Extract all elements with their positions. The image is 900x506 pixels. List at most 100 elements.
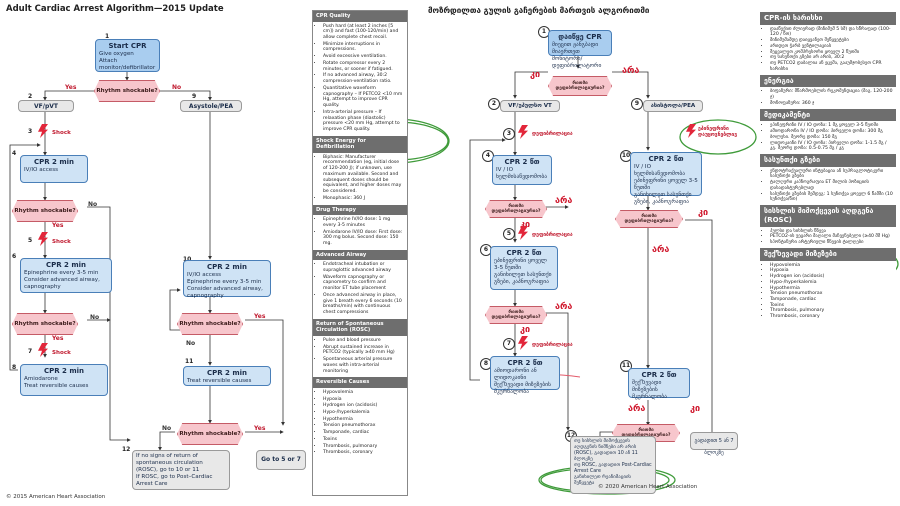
geo-shock-label: დეფიბრილაცია [532, 342, 573, 348]
geo-vf-box: VF/უპულსო VT [500, 100, 560, 112]
cpr-title: CPR 2 min [43, 367, 85, 375]
geo-panel-item: ამიოდარონი IV / IO დოზა: პირველი დოზა: 3… [770, 129, 893, 140]
cpr-item: Epinephrine every 3-5 min [24, 269, 99, 276]
geo-panel-item: პულსი და სისხლის წნევა [770, 229, 893, 235]
start-cpr-title: Start CPR [108, 42, 147, 50]
geo-cpr-item: IV / IO ხელმისაწვდომობა [496, 166, 548, 180]
panel-item: Thrombosis, coronary [323, 450, 404, 456]
step-number: 2 [28, 93, 33, 100]
panel-item: Minimize interruptions in compressions. [323, 42, 404, 53]
geo-panel-item: Thrombosis, coronary [770, 314, 893, 320]
panel-item: If no advanced airway, 30:2 compression-… [323, 73, 404, 84]
no-label: No [172, 84, 182, 91]
yes-label: Yes [52, 335, 64, 342]
panel-item: Hypovolemia [323, 390, 404, 396]
rhythm-shockable-decision: Rhythm shockable? [94, 80, 160, 102]
step-circle: 9 [631, 98, 643, 110]
shock-bolt-icon [38, 343, 48, 357]
geo-panel-item: Toxins [770, 303, 893, 309]
geo-panel-item: PETCO2-ის უეცარი მაღალი მაჩვენებელი (≥40… [770, 234, 893, 240]
cpr-item: Treat reversible causes [24, 382, 89, 389]
geo-cpr-item: განიხილეთ სასუნთქი გზები, კაპნოგრაფია [634, 191, 692, 205]
cpr-2min-box: CPR 2 min Treat reversible causes [183, 366, 271, 386]
geo-cpr-item: ეპინეფრინი ყოველ 3-5 წუთში [494, 257, 547, 271]
geo-outcome-item: თუ ROSC, გადადით Post-Cardiac Arrest Car… [574, 462, 652, 474]
yes-label: Yes [52, 222, 64, 229]
epi-asap-label: ეპინეფრინი დაუყოვნებლივ [698, 126, 738, 138]
geo-cpr-box: CPR 2 წთ ეპინეფრინი ყოველ 3-5 წუთში განი… [490, 246, 558, 290]
start-item: Attach monitor/defibrillator [99, 57, 156, 71]
cpr-item: Consider advanced airway, capnography [24, 276, 100, 290]
panel-item: Endotracheal intubation or supraglottic … [323, 262, 404, 273]
panel-item: Hypothermia [323, 417, 404, 423]
panel-item: Thrombosis, pulmonary [323, 444, 404, 450]
start-item: Give oxygen [99, 50, 134, 57]
shock-bolt-icon [518, 125, 528, 139]
step-number: 6 [12, 253, 17, 260]
geo-no-label: არა [628, 404, 646, 414]
step-circle: 7 [503, 338, 515, 350]
geo-outcome-item: თუ სისხლის მიმოქცევის აღდგენის ნიშნები ა… [574, 439, 638, 462]
geo-cpr-quality-header: CPR-ის ხარისხი [760, 12, 896, 25]
shock-bolt-icon [686, 124, 696, 138]
geo-panel-item: ტალღური კაპნოგრაფია ET მილის პოზიციის და… [770, 180, 893, 191]
geo-rosc-outcome-box: თუ სისხლის მიმოქცევის აღდგენის ნიშნები ა… [570, 436, 656, 494]
shock-label: Shock [52, 130, 71, 136]
geo-yes-label: კი [520, 220, 531, 230]
geo-page-title: მოზრდილთა გულის გაჩერების მართვის ალგორი… [428, 6, 650, 15]
vf-pvt-box: VF/pVT [18, 100, 74, 112]
geo-rosc-header: სისხლის მიმოქცევის აღდგენა (ROSC) [760, 205, 896, 227]
geo-shock-header: ენერგია [760, 74, 896, 88]
step-circle: 3 [503, 128, 515, 140]
geo-panel-item: Thrombosis, pulmonary [770, 308, 893, 314]
geo-panel-item: ენდოტრაქეალური ინტუბაცია ან სუპრაგლოტიკუ… [770, 169, 893, 180]
geo-cpr-item: ამიოდარონი ან ლიდოკაინი [494, 367, 537, 381]
geo-no-label: არა [555, 196, 573, 206]
step-number: 5 [28, 237, 33, 244]
copyright-2015: © 2015 American Heart Association [6, 494, 106, 500]
geo-cpr-title: CPR 2 წთ [648, 155, 684, 163]
geo-cpr-title: CPR 2 წთ [641, 371, 677, 379]
reversible-causes-header: Reversible Causes [313, 377, 407, 388]
geo-panel-item: Hypo-/hyperkalemia [770, 280, 893, 286]
step-circle: 2 [488, 98, 500, 110]
geo-panel-item: თუ სასუნთქი გზები არ არის, 30:2 [770, 55, 893, 61]
cpr-item: Treat reversible causes [187, 377, 252, 384]
step-circle: 5 [503, 228, 515, 240]
geo-shockable-decision: რითმი დეფიბრილაციურია? [485, 200, 547, 218]
cpr-item: IV/IO access [187, 271, 222, 278]
no-label: No [186, 340, 196, 347]
cpr-title: CPR 2 min [206, 369, 248, 377]
no-label: No [162, 425, 172, 432]
shock-bolt-icon [518, 226, 528, 240]
cpr-item: Amiodarone [24, 375, 58, 382]
panel-item: Quantitative waveform capnography – If P… [323, 86, 404, 109]
geo-panel-item: თუ PETCO2 დაბალია ან ეცემა, გააუმჯობესეთ… [770, 61, 893, 72]
geo-start-item: მიეცით ჟანგბადი [552, 41, 599, 48]
panel-item: Spontaneous arterial pressure waves with… [323, 357, 404, 374]
geo-outcome-item: განიხილეთ რეანიმაციის შეწყვეტა [574, 474, 631, 486]
advanced-airway-header: Advanced Airway [313, 249, 407, 261]
panel-item: Waveform capnography or capnometry to co… [323, 275, 404, 292]
cpr-2min-box: CPR 2 min IV/IO access [20, 155, 88, 183]
rhythm-shockable-decision: Rhythm shockable? [177, 313, 243, 335]
geo-yes-label: კი [690, 404, 701, 414]
geo-cpr-item: IV / IO ხელმისაწვდომობა [634, 163, 686, 177]
cpr-item: Consider advanced airway, capnography [187, 285, 263, 299]
geo-shockable-decision: რითმი დეფიბრილაციურია? [615, 210, 683, 228]
geo-shockable-decision: რითმი დეფიბრილაციურია? [548, 76, 612, 96]
shock-energy-header: Shock Energy for Defibrillation [313, 135, 407, 153]
no-label: No [90, 314, 100, 321]
geo-panel-item: ლიდოკაინი IV / IO დოზა: პირველი დოზა: 1-… [770, 141, 893, 152]
panel-item: Tamponade, cardiac [323, 430, 404, 436]
geo-asystole-box: ასისტოლა/PEA [643, 100, 703, 112]
geo-start-cpr-box: დაიწყე CPR მიეცით ჟანგბადი მიაერთეთ მონი… [548, 30, 612, 69]
panel-item: Amiodarone IV/IO dose: First dose: 300 m… [323, 230, 404, 247]
step-number: 9 [192, 93, 197, 100]
shock-bolt-icon [518, 336, 528, 350]
rosc-outcome-box: If no signs of return of spontaneous cir… [132, 450, 230, 490]
panel-item: Toxins [323, 437, 404, 443]
outcome-item: If ROSC, go to Post–Cardiac Arrest Care [136, 473, 213, 487]
yes-label: Yes [254, 425, 266, 432]
geo-panel-item: არიდეთ ჭარბ ვენტილაციას [770, 44, 893, 50]
